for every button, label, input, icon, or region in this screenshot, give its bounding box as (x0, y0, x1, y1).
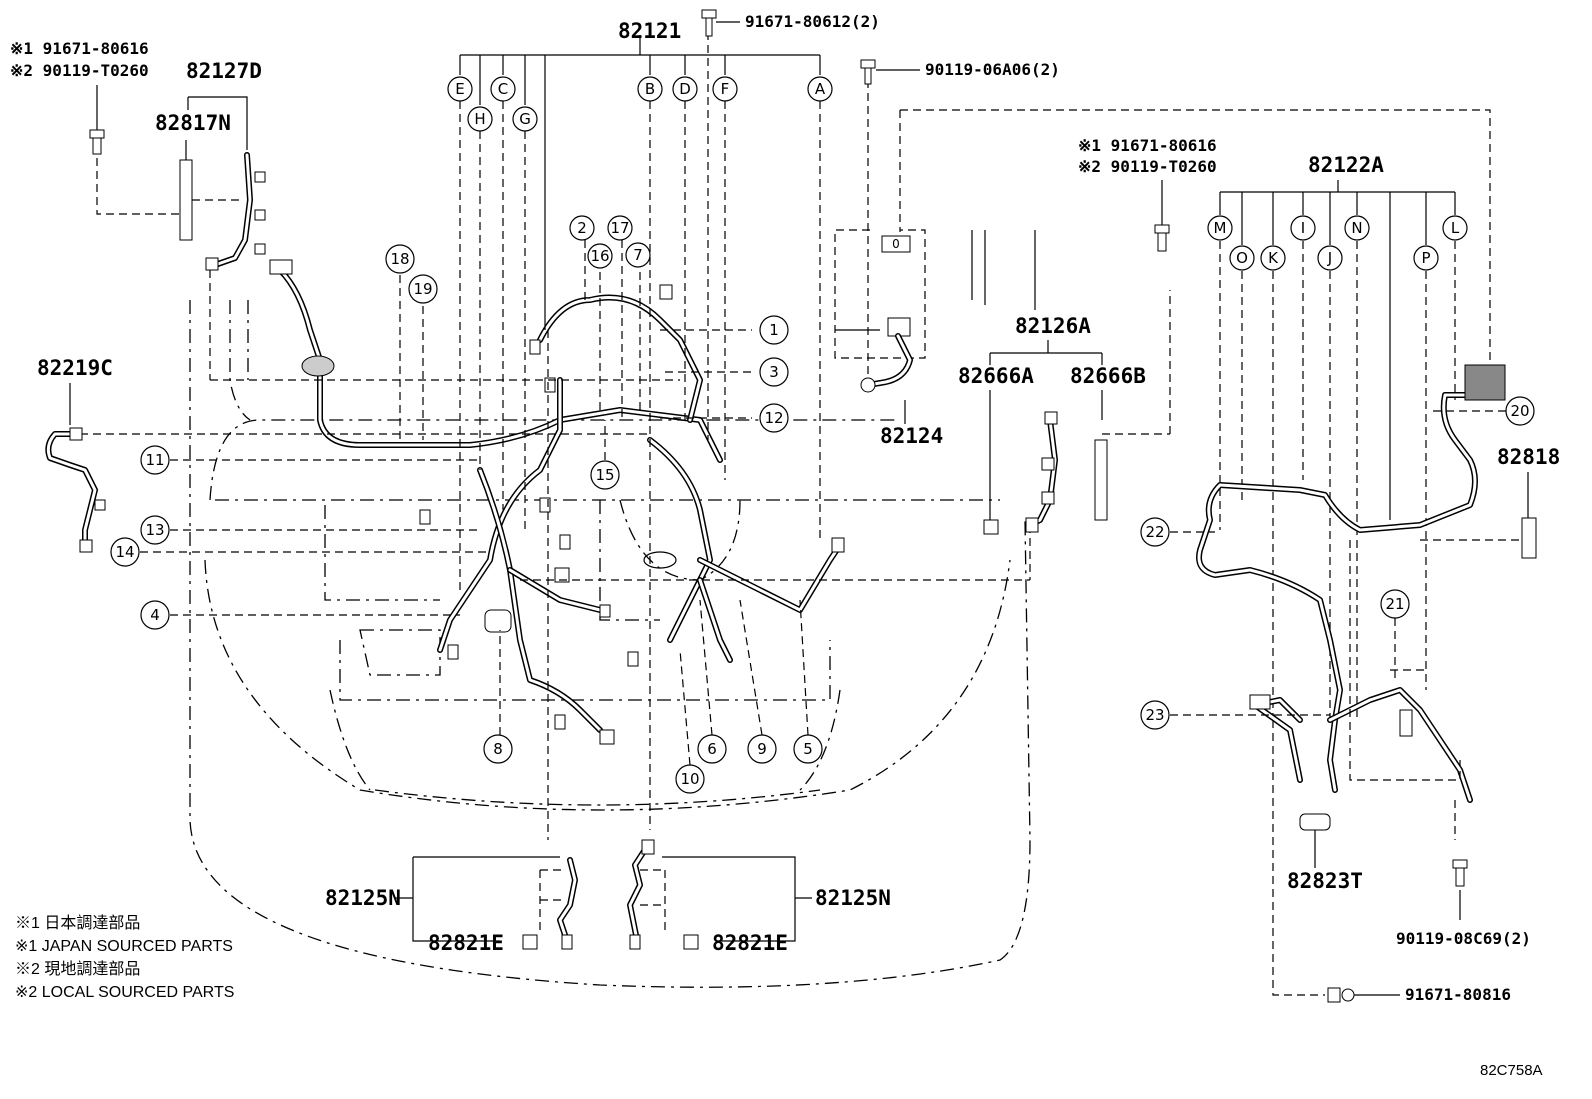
part-82124: 82124 (880, 424, 943, 448)
part-82122A-leaders (1219, 180, 1456, 720)
connector-letter-G: G (519, 110, 531, 128)
vehicle-body-outline (189, 300, 1031, 988)
callout-19: 19 (413, 280, 432, 298)
connector-letter-E: E (455, 80, 464, 98)
callout-22: 22 (1145, 523, 1164, 541)
part-82219C-drawing (45, 383, 106, 553)
callout-5: 5 (803, 740, 813, 758)
svg-text:0: 0 (892, 237, 900, 251)
connector-letter-H: H (474, 110, 485, 128)
part-82666A: 82666A (958, 364, 1034, 388)
callout-16: 16 (590, 247, 609, 265)
bolt-90119-06A06 (860, 59, 920, 85)
bolt-90119-08C69 (1452, 859, 1468, 920)
connector-letters-right: M O K I J N P L (1207, 215, 1468, 271)
callout-14: 14 (115, 543, 134, 561)
right-note-1: ※1 91671-80616 (1078, 136, 1217, 155)
callout-6: 6 (707, 740, 717, 758)
connector-letter-C: C (498, 80, 508, 98)
legend-line-2: ※1 JAPAN SOURCED PARTS (15, 938, 233, 955)
part-91671-80612: 91671-80612(2) (745, 12, 880, 31)
connector-letter-L: L (1451, 219, 1460, 237)
part-82127D-drawing (205, 152, 266, 271)
callout-15: 15 (595, 466, 614, 484)
connector-letter-O: O (1236, 249, 1248, 267)
connector-letter-D: D (679, 80, 691, 98)
callout-9: 9 (757, 740, 767, 758)
callout-18: 18 (390, 250, 409, 268)
callout-1: 1 (769, 321, 779, 339)
part-90119-06A06: 90119-06A06(2) (925, 60, 1060, 79)
part-82125N-left-drawing (395, 856, 578, 950)
left-note-2: ※2 90119-T0260 (10, 61, 149, 80)
callout-13: 13 (145, 521, 164, 539)
bolt-91671-80612 (701, 9, 740, 37)
callout-10: 10 (680, 770, 699, 788)
callout-8: 8 (493, 740, 503, 758)
callouts: 1 2 3 4 5 6 7 8 9 10 11 12 13 14 15 16 1… (110, 215, 1535, 794)
callout-20: 20 (1510, 402, 1529, 420)
part-82126A: 82126A (1015, 314, 1091, 338)
callout-21: 21 (1385, 595, 1404, 613)
part-82823T-drawing (1299, 813, 1331, 868)
part-82821E-right: 82821E (712, 931, 788, 955)
callout-3: 3 (769, 363, 779, 381)
legend-line-1: ※1 日本調達部品 (15, 914, 140, 932)
connector-letter-P: P (1421, 249, 1430, 267)
connector-letter-I: I (1301, 219, 1305, 237)
callout-4: 4 (150, 606, 160, 624)
callout-2: 2 (577, 219, 587, 237)
diagram-code: 82C758A (1480, 1062, 1543, 1079)
callout-17: 17 (610, 219, 629, 237)
callout-7: 7 (633, 246, 643, 264)
part-82124-drawing: 0 (834, 109, 1491, 393)
part-82823T: 82823T (1287, 869, 1363, 893)
bolt-91671-80816 (1272, 720, 1400, 1003)
right-bolt (1154, 180, 1170, 252)
part-82125N-right: 82125N (815, 886, 891, 910)
connector-letter-A: A (815, 80, 826, 98)
right-note-2: ※2 90119-T0260 (1078, 157, 1217, 176)
connector-blocks (419, 284, 845, 745)
connector-letter-B: B (645, 80, 655, 98)
callout-11: 11 (145, 451, 164, 469)
part-82818-drawing (1420, 472, 1537, 559)
connector-letter-J: J (1327, 249, 1332, 267)
left-bolt (89, 85, 180, 215)
connector-letter-K: K (1268, 249, 1279, 267)
part-82126A-area (971, 230, 1171, 535)
part-82121: 82121 (618, 19, 681, 43)
part-82125N-right-drawing (627, 839, 812, 950)
part-82127D: 82127D (186, 59, 262, 83)
part-91671-80816: 91671-80816 (1405, 985, 1511, 1004)
part-82666B: 82666B (1070, 364, 1146, 388)
legend-line-3: ※2 現地調達部品 (15, 960, 140, 978)
part-82122A-drawing (1196, 364, 1506, 840)
connector-letters-top: E H C G B D F A (447, 76, 833, 132)
part-82219C: 82219C (37, 356, 113, 380)
connector-letter-F: F (721, 80, 730, 98)
callout-23: 23 (1145, 706, 1164, 724)
part-82122A: 82122A (1308, 153, 1384, 177)
part-82817N: 82817N (155, 111, 231, 135)
callout-12: 12 (764, 409, 783, 427)
part-82817N-drawing (179, 140, 240, 241)
main-engine-harness (269, 259, 843, 733)
part-82125N-left: 82125N (325, 886, 401, 910)
part-82818: 82818 (1497, 445, 1560, 469)
part-90119-08C69: 90119-08C69(2) (1396, 929, 1531, 948)
legend-line-4: ※2 LOCAL SOURCED PARTS (15, 984, 234, 1001)
connector-letter-M: M (1214, 219, 1227, 237)
connector-letter-N: N (1351, 219, 1362, 237)
left-note-1: ※1 91671-80616 (10, 39, 149, 58)
part-82821E-left: 82821E (428, 931, 504, 955)
